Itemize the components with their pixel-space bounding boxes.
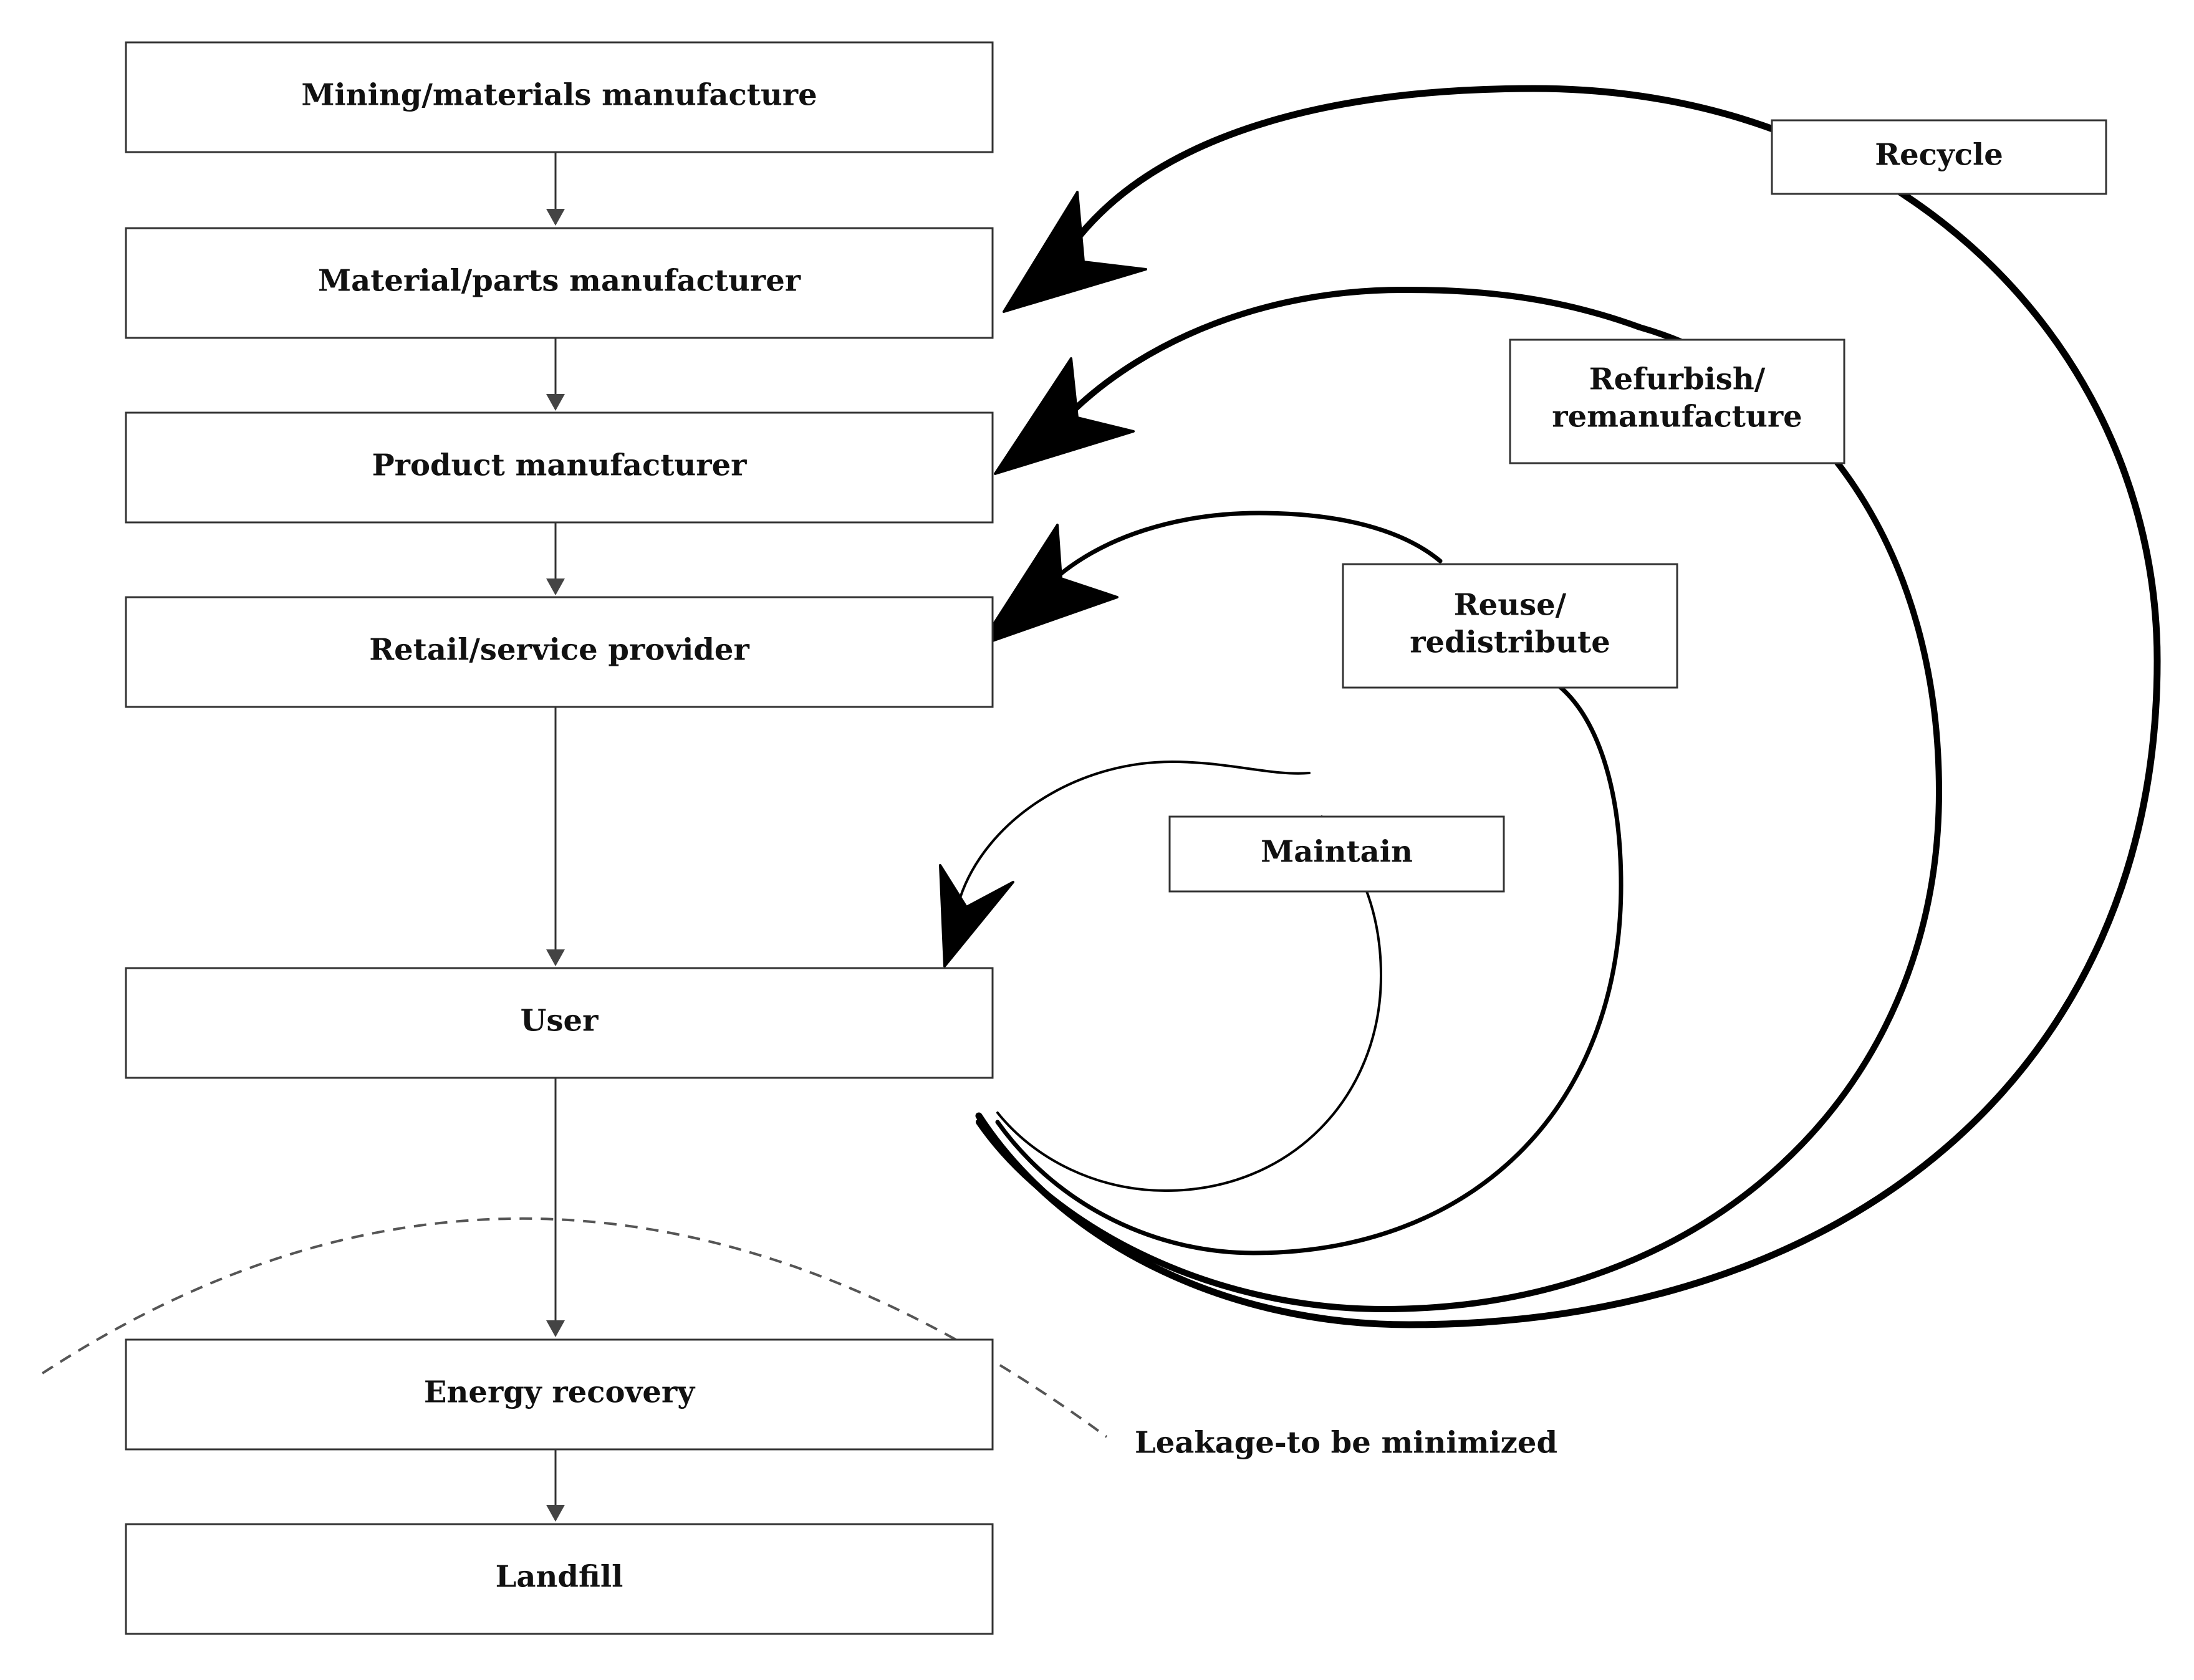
loop-arrowheads: [939, 191, 1147, 967]
stage-parts: Material/parts manufacturer: [125, 227, 994, 339]
recycle-arrowhead: [1003, 191, 1147, 313]
loop-label-text: Reuse/: [1454, 588, 1567, 623]
stage-box: [125, 411, 994, 524]
maintain-arrowhead: [939, 864, 1014, 967]
stage-landfill: Landfill: [125, 1523, 994, 1635]
loop-label-text: Recycle: [1875, 138, 2003, 173]
stage-retail: Retail/service provider: [125, 596, 994, 708]
stage-mining: Mining/materials manufacture: [125, 41, 994, 153]
connector-arrowhead: [546, 394, 565, 411]
loop-label-text: remanufacture: [1552, 400, 1802, 434]
loop-label-box: [1168, 815, 1505, 893]
connector-arrowhead: [546, 949, 565, 966]
circular-loops: [959, 85, 2161, 1328]
stage-label: User: [521, 1004, 599, 1039]
stage-box: [125, 596, 994, 708]
loop-label-box: [1771, 119, 2107, 195]
stage-box: [125, 227, 994, 339]
loop-label-box: [1509, 338, 1845, 464]
loop-label-text: Maintain: [1261, 835, 1413, 870]
flow-connectors: [546, 152, 565, 1522]
stage-box: [125, 1338, 994, 1451]
stage-box: [125, 1523, 994, 1635]
stage-user: User: [125, 967, 994, 1079]
leakage-label: Leakage-to be minimized: [1135, 1426, 1557, 1461]
loop-label-text: redistribute: [1410, 625, 1610, 660]
connector-arrowhead: [546, 209, 565, 226]
stage-box: [125, 41, 994, 153]
loop-label-maintain: Maintain: [1168, 815, 1505, 893]
recycle-loop: [975, 85, 2161, 1328]
stage-label: Retail/service provider: [369, 633, 749, 668]
stage-label: Material/parts manufacturer: [318, 264, 801, 299]
stage-energy: Energy recovery: [125, 1338, 994, 1451]
loop-label-reuse: Reuse/ redistribute: [1342, 563, 1678, 689]
refurbish-arrowhead: [994, 357, 1135, 475]
loop-label-text: Refurbish/: [1589, 362, 1766, 397]
connector-arrowhead: [546, 1320, 565, 1337]
loop-label-box: [1342, 563, 1678, 689]
stage-label: Product manufacturer: [372, 448, 748, 483]
maintain-loop: [959, 760, 1383, 1193]
stage-label: Energy recovery: [424, 1375, 696, 1410]
stage-box: [125, 967, 994, 1079]
refurbish-loop: [976, 286, 1943, 1313]
stage-product: Product manufacturer: [125, 411, 994, 524]
leakage-boundary-line: [41, 1217, 1108, 1438]
connector-arrowhead: [546, 1505, 565, 1522]
reuse-loop: [995, 511, 1624, 1255]
stage-label: Landfill: [496, 1560, 623, 1595]
stage-label: Mining/materials manufacture: [301, 78, 817, 113]
loop-label-recycle: Recycle: [1771, 119, 2107, 195]
loop-label-refurbish: Refurbish/ remanufacture: [1509, 338, 1845, 464]
connector-arrowhead: [546, 578, 565, 595]
reuse-arrowhead: [979, 524, 1119, 646]
